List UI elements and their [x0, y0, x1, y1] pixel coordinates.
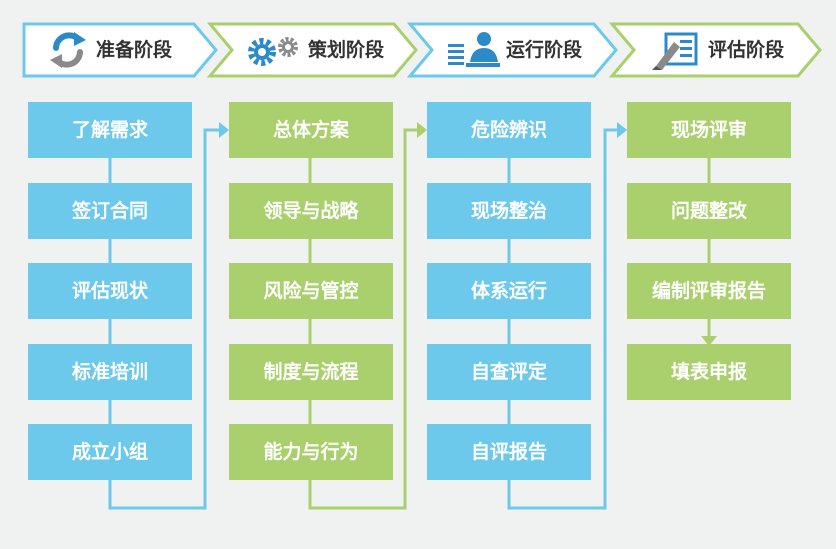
step-box: 评估现状 [28, 263, 192, 319]
step-box: 自查评定 [427, 344, 591, 400]
connector-1-to-2-arrowhead [219, 122, 229, 138]
step-box: 现场评审 [627, 102, 791, 158]
step-box: 自评报告 [427, 424, 591, 480]
step-box: 了解需求 [28, 102, 192, 158]
step-box: 编制评审报告 [627, 263, 791, 319]
step-box: 体系运行 [427, 263, 591, 319]
connector-3-to-4 [507, 128, 620, 510]
stage-title-prepare: 准备阶段 [96, 39, 173, 61]
step-box: 成立小组 [28, 424, 192, 480]
stage-title-plan: 策划阶段 [308, 39, 385, 61]
step-box: 能力与行为 [229, 424, 393, 480]
step-box: 问题整改 [627, 183, 791, 239]
connector-2-to-3 [308, 128, 420, 510]
step-box: 填表申报 [627, 344, 791, 400]
step-box: 标准培训 [28, 344, 192, 400]
connector-3-to-4-arrowhead [617, 122, 627, 138]
refresh-arrows-icon [50, 32, 86, 68]
step-box: 风险与管控 [229, 263, 393, 319]
step-box: 领导与战略 [229, 183, 393, 239]
connector-2-to-3-arrowhead [417, 122, 427, 138]
step-box: 总体方案 [229, 102, 393, 158]
gears-icon [248, 37, 298, 66]
step-box: 制度与流程 [229, 344, 393, 400]
connector-column-4-arrowhead [701, 336, 717, 346]
person-at-desk-icon [448, 32, 500, 67]
step-box: 签订合同 [28, 183, 192, 239]
stage-title-evaluate: 评估阶段 [708, 39, 785, 61]
pen-document-icon [652, 32, 698, 70]
stage-title-run: 运行阶段 [506, 39, 583, 61]
step-box: 现场整治 [427, 183, 591, 239]
step-box: 危险辨识 [427, 102, 591, 158]
connector-1-to-2 [108, 128, 222, 510]
